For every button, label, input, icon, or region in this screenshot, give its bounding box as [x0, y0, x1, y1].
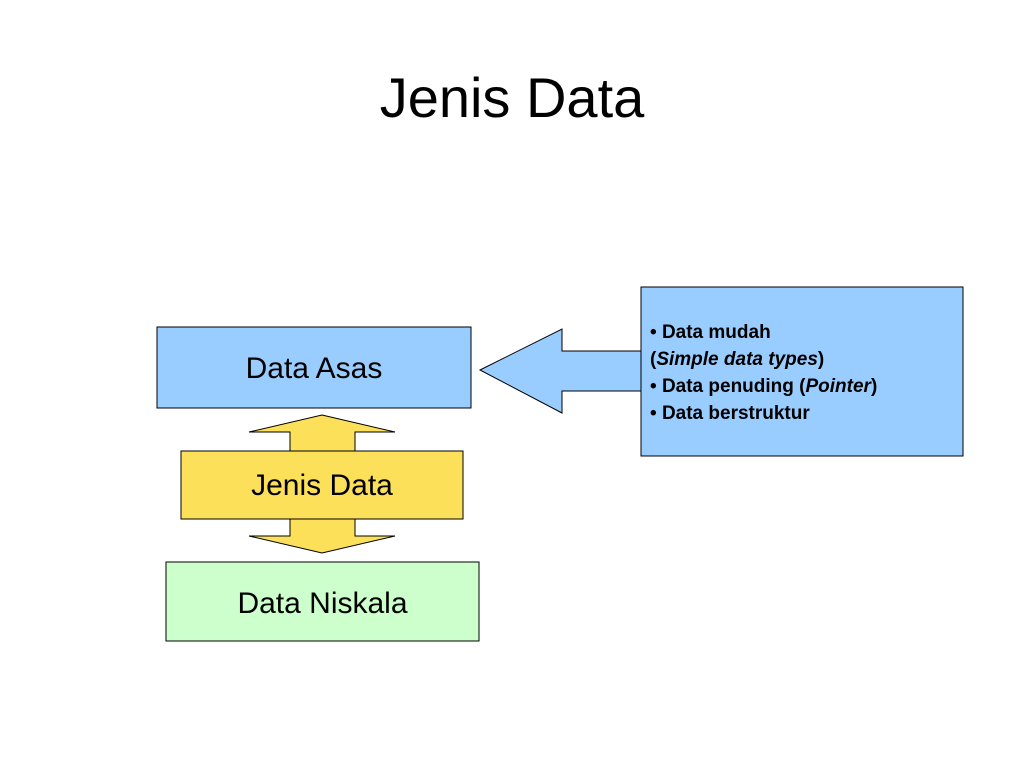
left-arrow-shape [478, 328, 644, 414]
info-item-1-open: ( [650, 349, 657, 370]
data-niskala-label: Data Niskala [237, 587, 408, 620]
data-asas-label: Data Asas [245, 352, 383, 385]
info-item-2-close: ) [870, 376, 878, 397]
bullet: • [650, 376, 657, 397]
bullet: • [650, 403, 657, 424]
info-item-1-italic: Simple data types [656, 349, 818, 370]
info-item-3-text: Data berstruktur [661, 403, 810, 424]
info-item-1-text: Data mudah [661, 322, 771, 343]
info-item-3: • Data berstruktur [650, 400, 960, 427]
jenis-data-box [180, 450, 464, 520]
info-item-1: • Data mudah [650, 319, 960, 346]
info-item-1-close: ) [817, 349, 825, 370]
data-niskala-box [165, 561, 480, 642]
info-item-1-detail: (Simple data types) [650, 346, 960, 373]
data-asas-box [156, 326, 472, 409]
info-item-2-italic: Pointer [805, 376, 871, 397]
info-item-2-text: Data penuding ( [661, 376, 806, 397]
info-item-2: • Data penuding (Pointer) [650, 373, 960, 400]
info-box [640, 286, 964, 457]
jenis-data-label: Jenis Data [251, 469, 393, 502]
slide-title: Jenis Data [379, 66, 645, 129]
bullet: • [650, 322, 657, 343]
info-text: • Data mudah (Simple data types) • Data … [650, 319, 960, 427]
